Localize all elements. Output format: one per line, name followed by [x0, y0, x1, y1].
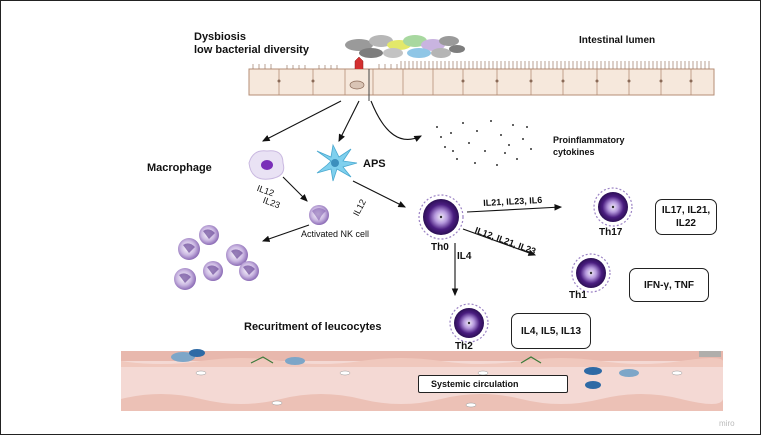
th17-output-box: IL17, IL21, IL22	[655, 199, 717, 235]
activated-nk-label: Activated NK cell	[301, 229, 370, 239]
macrophage-cell	[248, 150, 285, 180]
intestinal-lumen-label: Intestinal lumen	[579, 35, 656, 46]
aps-label: APS	[363, 158, 386, 170]
th2-output-text: IL4, IL5, IL13	[520, 325, 582, 337]
dysbiosis-label: Dysbiosis	[194, 31, 246, 43]
il4-label: IL4	[457, 251, 472, 262]
th2-output-box: IL4, IL5, IL13	[511, 313, 591, 349]
th2-cell	[449, 303, 489, 343]
microvilli	[252, 61, 710, 69]
th0-label: Th0	[431, 242, 449, 253]
th17-output-line2: IL22	[675, 218, 696, 229]
cytokine-dots	[436, 120, 532, 166]
proinflammatory-label: Proinflammatory	[553, 135, 625, 145]
th17-cell	[593, 187, 633, 227]
low-diversity-label: low bacterial diversity	[194, 44, 309, 56]
th1-cell	[571, 253, 611, 293]
th17-output-line1: IL17, IL21,	[661, 205, 711, 216]
th2-label: Th2	[455, 341, 473, 352]
nk-cell	[309, 205, 329, 225]
systemic-circulation-text: Systemic circulation	[431, 378, 519, 389]
nk-cell-cluster	[174, 225, 259, 290]
recruitment-label: Recuritment of leucocytes	[244, 321, 382, 333]
activation-arrows	[261, 176, 563, 297]
th1-output-box: IFN-γ, TNF	[629, 268, 709, 302]
systemic-circulation-box: Systemic circulation	[418, 375, 568, 393]
th0-cell	[418, 194, 464, 240]
epithelium-arrows	[262, 100, 422, 142]
macrophage-label: Macrophage	[147, 162, 212, 174]
th17-label: Th17	[599, 227, 623, 238]
th1-output-text: IFN-γ, TNF	[644, 279, 694, 291]
bacteria-cluster	[345, 35, 465, 58]
blood-vessel	[121, 349, 723, 411]
miro-watermark: miro	[719, 419, 735, 428]
th1-label: Th1	[569, 290, 587, 301]
aps-cell	[316, 143, 358, 182]
cytokines-label: cytokines	[553, 147, 595, 157]
intestinal-epithelium	[248, 56, 715, 101]
